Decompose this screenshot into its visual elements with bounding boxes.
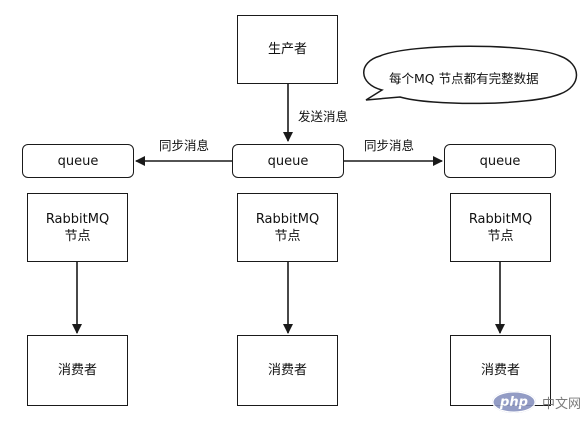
watermark: php 中文网 — [491, 391, 581, 413]
rabbitmq-node-left: RabbitMQ 节点 — [27, 193, 128, 262]
rabbitmq-node-middle: RabbitMQ 节点 — [237, 193, 338, 262]
consumer-middle: 消费者 — [237, 335, 338, 406]
watermark-site-text: 中文网 — [541, 396, 581, 412]
sync-message-label-right: 同步消息 — [364, 138, 415, 153]
rabbitmq-node-right: RabbitMQ 节点 — [450, 193, 551, 262]
consumer-right-label: 消费者 — [480, 363, 520, 378]
producer-label: 生产者 — [267, 42, 307, 57]
queue-middle: queue — [232, 144, 344, 178]
producer-node: 生产者 — [237, 15, 338, 84]
queue-middle-label: queue — [267, 153, 309, 169]
queue-right-label: queue — [479, 153, 521, 169]
rabbitmq-node-left-label: RabbitMQ 节点 — [45, 211, 110, 244]
rabbitmq-node-middle-label: RabbitMQ 节点 — [255, 211, 320, 244]
callout-bubble-shape — [363, 45, 578, 105]
rabbitmq-node-right-label: RabbitMQ 节点 — [468, 211, 533, 244]
queue-left-label: queue — [57, 153, 99, 169]
sync-message-label-left: 同步消息 — [159, 138, 210, 153]
consumer-left-label: 消费者 — [57, 363, 97, 378]
consumer-left: 消费者 — [27, 335, 128, 406]
php-logo-icon: php — [491, 391, 536, 413]
callout-text: 每个MQ 节点都有完整数据 — [389, 71, 539, 86]
send-message-label: 发送消息 — [298, 109, 349, 124]
consumer-middle-label: 消费者 — [267, 363, 307, 378]
queue-left: queue — [22, 144, 134, 178]
queue-right: queue — [444, 144, 556, 178]
